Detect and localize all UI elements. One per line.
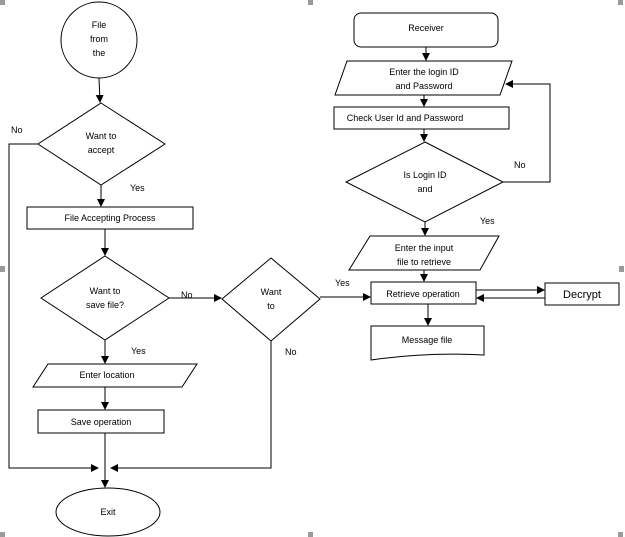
accept-line-1: Want to — [86, 131, 117, 141]
is-login-line-2: and — [417, 184, 432, 194]
no-login-label: No — [514, 160, 526, 170]
start-circle-node: File from the — [60, 1, 138, 79]
login-line-1: Enter the login ID — [389, 67, 459, 77]
want-line-2: to — [267, 301, 275, 311]
receiver-terminal: Receiver — [353, 12, 499, 48]
yes-want-label: Yes — [335, 278, 350, 288]
save-operation-box: Save operation — [37, 409, 165, 434]
accept-line-2: accept — [88, 145, 115, 155]
enter-location-parallelogram: Enter location — [32, 363, 198, 388]
want-to-decision: Want to — [221, 257, 321, 342]
receiver-label: Receiver — [408, 23, 444, 33]
retrieve-label: Retrieve operation — [386, 289, 460, 299]
input-line-2: file to retrieve — [397, 257, 451, 267]
file-accepting-process-box: File Accepting Process — [26, 206, 194, 230]
yes-login-label: Yes — [480, 216, 495, 226]
enter-input-parallelogram: Enter the input file to retrieve — [348, 235, 500, 271]
save-line-1: Want to — [90, 286, 121, 296]
decrypt-label: Decrypt — [563, 289, 601, 301]
exit-label: Exit — [100, 507, 116, 517]
is-login-decision: Is Login ID and — [344, 141, 505, 223]
file-accepting-label: File Accepting Process — [64, 213, 156, 223]
check-user-box: Check User Id and Password — [333, 106, 510, 130]
start-line-2: from — [90, 34, 108, 44]
want-to-accept-decision: Want to accept — [37, 102, 166, 186]
want-line-1: Want — [261, 287, 282, 297]
decrypt-box: Decrypt — [544, 282, 620, 306]
check-user-label: Check User Id and Password — [347, 113, 464, 123]
exit-ellipse-node: Exit — [55, 487, 161, 537]
want-to-save-decision: Want to save file? — [40, 255, 170, 341]
retrieve-operation-box: Retrieve operation — [370, 281, 477, 305]
save-operation-label: Save operation — [71, 417, 132, 427]
start-line-3: the — [93, 48, 106, 58]
yes-save-label: Yes — [131, 346, 146, 356]
save-line-2: save file? — [86, 300, 124, 310]
connectors — [8, 47, 551, 488]
enter-login-parallelogram: Enter the login ID and Password — [334, 60, 513, 96]
enter-location-label: Enter location — [79, 370, 134, 380]
start-line-1: File — [92, 20, 107, 30]
no-accept-label: No — [11, 125, 23, 135]
message-file-document: Message file — [370, 325, 485, 361]
is-login-line-1: Is Login ID — [403, 170, 447, 180]
no-save-label: No — [181, 290, 193, 300]
no-want-label: No — [285, 347, 297, 357]
yes-accept-label: Yes — [130, 183, 145, 193]
login-line-2: and Password — [395, 81, 452, 91]
edge-labels: No Yes Yes No Yes No No Yes — [11, 125, 526, 357]
input-line-1: Enter the input — [395, 243, 454, 253]
message-file-label: Message file — [402, 335, 453, 345]
